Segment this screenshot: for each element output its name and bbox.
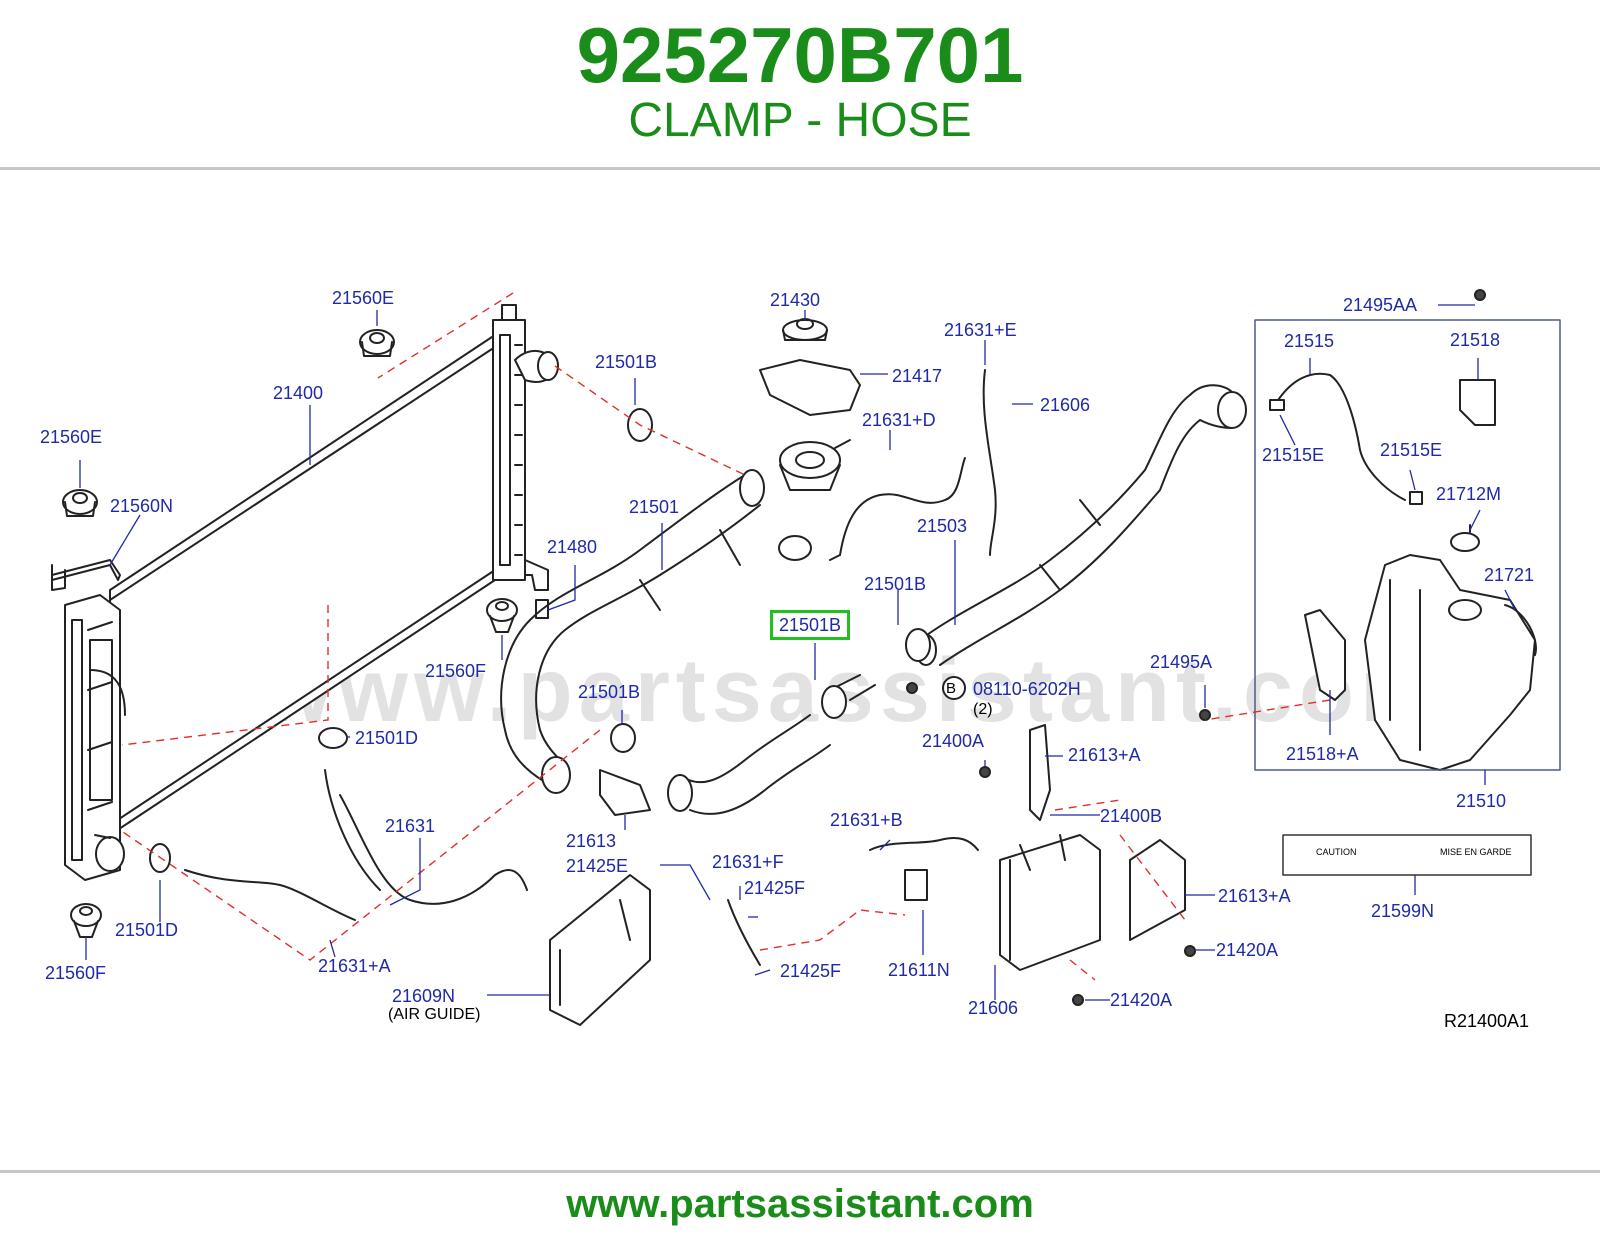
callout-21400b[interactable]: 21400B <box>1100 806 1163 826</box>
upper-radiator-hose <box>500 469 765 794</box>
page-header: 925270B701 CLAMP - HOSE <box>0 0 1600 168</box>
callout-21631e[interactable]: 21631+E <box>944 320 1017 340</box>
callout-21712m[interactable]: 21712M <box>1436 484 1502 504</box>
callout-21503[interactable]: 21503 <box>917 516 968 536</box>
callout-21420a-a[interactable]: 21420A <box>1216 940 1279 960</box>
callout-21518a[interactable]: 21518+A <box>1286 744 1359 764</box>
callout-21417[interactable]: 21417 <box>892 366 943 386</box>
callout-21495aa[interactable]: 21495AA <box>1343 295 1418 315</box>
part-number-title: 925270B701 <box>576 11 1024 99</box>
callout-21613a-bot[interactable]: 21613+A <box>1218 886 1291 906</box>
callout-21501[interactable]: 21501 <box>629 497 680 517</box>
footer-divider <box>0 1170 1600 1173</box>
callout-21425e[interactable]: 21425E <box>566 856 629 876</box>
callout-21560f-mid[interactable]: 21560F <box>425 661 487 681</box>
callout-21518[interactable]: 21518 <box>1450 330 1501 350</box>
callout-21420a-b[interactable]: 21420A <box>1110 990 1173 1010</box>
callout-21631a[interactable]: 21631+A <box>318 956 391 976</box>
callout-21631[interactable]: 21631 <box>385 816 436 836</box>
callout-21631f[interactable]: 21631+F <box>712 852 784 872</box>
callout-21560f-bot[interactable]: 21560F <box>45 963 107 983</box>
callout-21560e-top[interactable]: 21560E <box>332 288 395 308</box>
callout-21480[interactable]: 21480 <box>547 537 598 557</box>
callout-21400[interactable]: 21400 <box>273 383 324 403</box>
b-reference-circle <box>942 676 966 700</box>
callout-21606-bot[interactable]: 21606 <box>968 998 1019 1018</box>
dashed-leaders <box>119 292 1331 981</box>
callout-b-marker: B <box>946 680 957 697</box>
callout-21560n[interactable]: 21560N <box>110 496 174 516</box>
bolts <box>906 289 1486 1006</box>
reservoir-tank <box>1304 379 1537 771</box>
watermark: www.partsassistant.com <box>262 641 1447 741</box>
reservoir-hose <box>1269 372 1423 505</box>
grommets <box>62 329 549 938</box>
callout-21501d-bot[interactable]: 21501D <box>115 920 179 940</box>
callout-21510[interactable]: 21510 <box>1456 791 1507 811</box>
callout-21400a[interactable]: 21400A <box>922 731 985 751</box>
radiator-left-tank <box>51 559 126 881</box>
callout-21599n[interactable]: 21599N <box>1371 901 1435 921</box>
callout-21501b-mid[interactable]: 21501B <box>864 574 927 594</box>
canister-21606 <box>999 834 1101 971</box>
callout-08110-6202h[interactable]: 08110-6202H <box>973 679 1081 699</box>
callout-21611n[interactable]: 21611N <box>888 960 950 980</box>
radiator-cap <box>759 318 861 491</box>
callout-21515e-a[interactable]: 21515E <box>1262 445 1325 465</box>
callout-21495a[interactable]: 21495A <box>1150 652 1213 672</box>
parts-diagram: www.partsassistant.com <box>0 170 1600 1170</box>
callout-21606-top[interactable]: 21606 <box>1040 395 1091 415</box>
callout-21613[interactable]: 21613 <box>566 831 617 851</box>
callout-21609n-subtitle: (AIR GUIDE) <box>388 1006 481 1023</box>
callout-21609n[interactable]: 21609N <box>392 986 456 1006</box>
callout-21430[interactable]: 21430 <box>770 290 821 310</box>
exploded-view-drawing <box>51 289 1561 1026</box>
reservoir-group-box <box>1254 319 1561 771</box>
footer-url[interactable]: www.partsassistant.com <box>566 1182 1034 1226</box>
drawing-number: R21400A1 <box>1444 1011 1530 1031</box>
header-divider <box>0 167 1600 170</box>
brackets <box>599 724 1186 941</box>
callout-leaders <box>79 304 1516 1001</box>
small-hoses <box>184 369 997 966</box>
callout-21501b-top[interactable]: 21501B <box>595 352 658 372</box>
callout-21721[interactable]: 21721 <box>1484 565 1535 585</box>
callout-21631b[interactable]: 21631+B <box>830 810 903 830</box>
part-name-subtitle: CLAMP - HOSE <box>628 94 972 147</box>
callout-21501b-low[interactable]: 21501B <box>578 682 641 702</box>
callout-08110-qty: (2) <box>973 701 993 718</box>
callout-21501d-mid[interactable]: 21501D <box>355 728 419 748</box>
label-plate-caution: CAUTION <box>1316 847 1357 857</box>
callout-21515e-b[interactable]: 21515E <box>1380 440 1443 460</box>
callout-21425f-b[interactable]: 21425F <box>780 961 842 981</box>
air-guide <box>549 874 651 1026</box>
callout-21501b-highlighted[interactable]: 21501B <box>770 610 851 640</box>
label-plate-mise: MISE EN GARDE <box>1440 847 1512 857</box>
caution-label-plate <box>1282 834 1532 876</box>
radiator-right-tank <box>492 304 559 591</box>
radiator-core <box>109 334 496 836</box>
callout-21560e-left[interactable]: 21560E <box>40 427 103 447</box>
callout-21515[interactable]: 21515 <box>1284 331 1335 351</box>
callout-21425f-a[interactable]: 21425F <box>744 878 806 898</box>
callout-21613a-top[interactable]: 21613+A <box>1068 745 1141 765</box>
callout-21631d[interactable]: 21631+D <box>862 410 936 430</box>
